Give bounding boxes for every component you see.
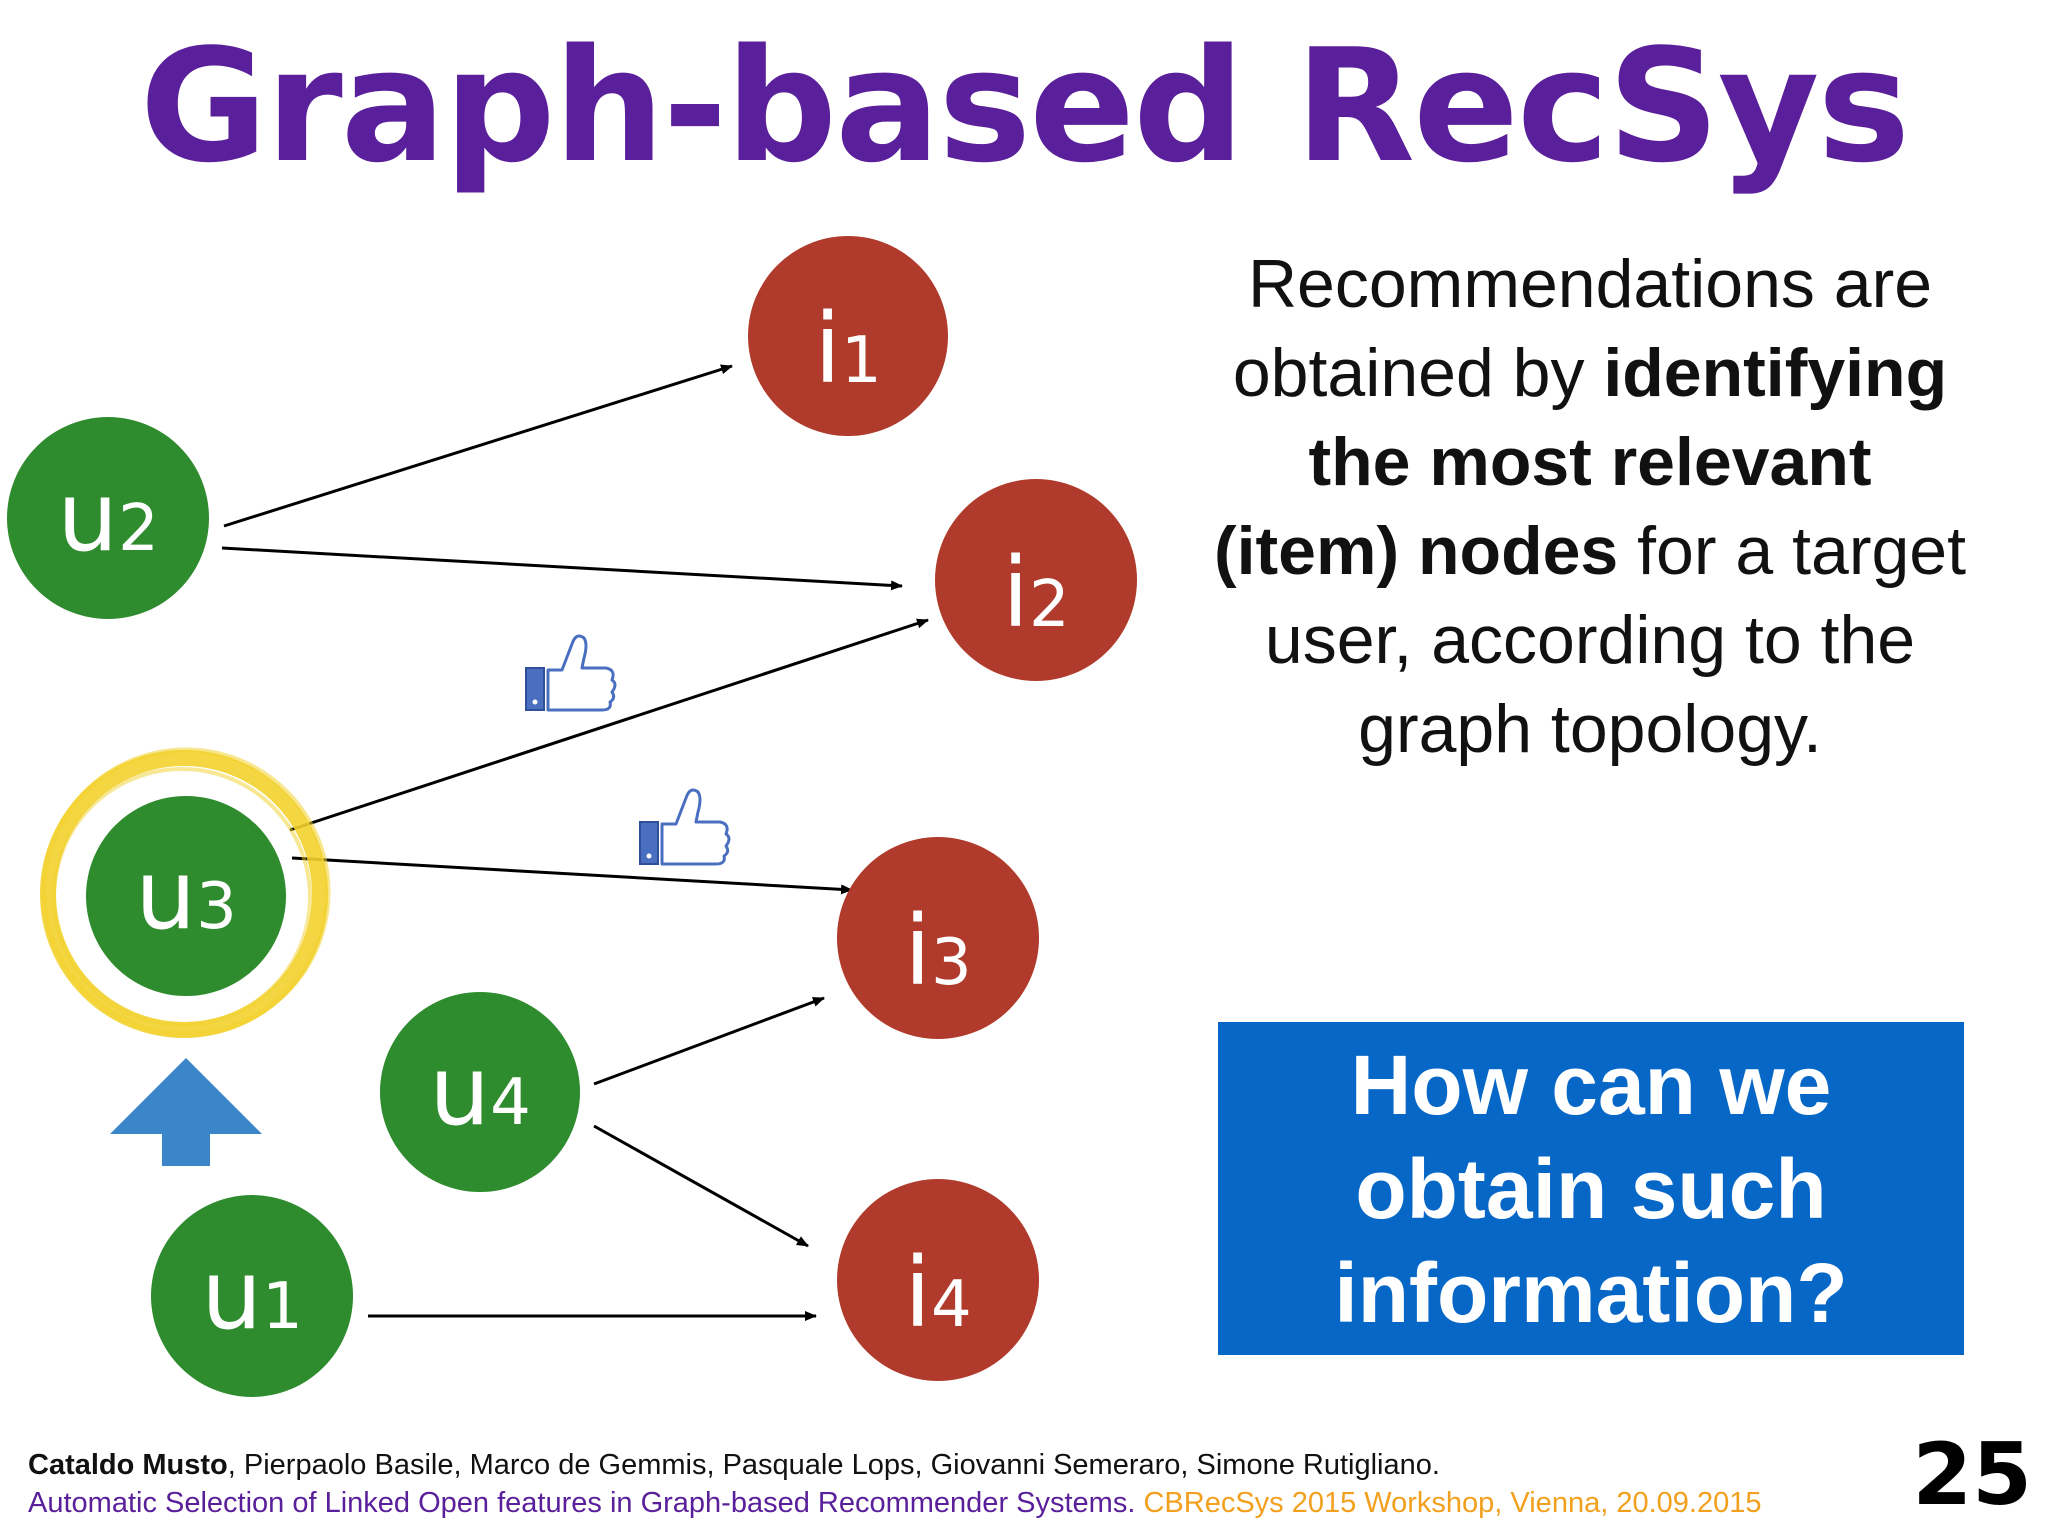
node-letter: i bbox=[1002, 537, 1029, 649]
svg-text:i3: i3 bbox=[904, 895, 971, 1007]
svg-text:i2: i2 bbox=[1002, 537, 1069, 649]
item-node-i1[interactable]: i1 bbox=[748, 236, 948, 436]
citation-footer: Cataldo Musto, Pierpaolo Basile, Marco d… bbox=[28, 1446, 1908, 1522]
svg-text:u3: u3 bbox=[135, 839, 237, 951]
edge-u2-i1 bbox=[223, 364, 733, 528]
paper-title: Automatic Selection of Linked Open featu… bbox=[28, 1487, 1136, 1519]
node-index: 3 bbox=[931, 926, 972, 1000]
node-index: 4 bbox=[931, 1268, 972, 1342]
svg-text:i4: i4 bbox=[904, 1237, 971, 1349]
edge-u2-i2 bbox=[221, 546, 903, 591]
authors-rest: , Pierpaolo Basile, Marco de Gemmis, Pas… bbox=[227, 1449, 1440, 1481]
question-text: How can we obtain such information? bbox=[1334, 1037, 1848, 1340]
description-bold: identifying the most relevant (item) nod… bbox=[1214, 335, 1948, 589]
item-node-i4[interactable]: i4 bbox=[837, 1179, 1039, 1381]
user-node-u1[interactable]: u1 bbox=[151, 1195, 353, 1397]
node-letter: i bbox=[904, 895, 931, 1007]
user-node-u4[interactable]: u4 bbox=[380, 992, 580, 1192]
question-box: How can we obtain such information? bbox=[1218, 1022, 1964, 1355]
item-node-i3[interactable]: i3 bbox=[837, 837, 1039, 1039]
page-number: 25 bbox=[1912, 1425, 2032, 1525]
item-node-i2[interactable]: i2 bbox=[935, 479, 1137, 681]
user-node-u2[interactable]: u2 bbox=[7, 417, 209, 619]
up-arrow-icon bbox=[110, 1058, 262, 1166]
node-letter: u bbox=[135, 839, 196, 951]
node-index: 2 bbox=[118, 492, 159, 566]
slide-title: Graph-based RecSys bbox=[139, 15, 1911, 197]
highlight-circle bbox=[40, 747, 331, 1038]
node-index: 2 bbox=[1029, 568, 1070, 642]
node-index: 1 bbox=[841, 324, 882, 398]
svg-text:u1: u1 bbox=[201, 1239, 303, 1351]
description-part2: for a target user, according to the grap… bbox=[1264, 513, 1966, 767]
description-text: Recommendations are obtained by identify… bbox=[1210, 240, 1970, 774]
user-node-u3[interactable]: u3 bbox=[86, 796, 286, 996]
venue: CBRecSys 2015 Workshop, Vienna, 20.09.20… bbox=[1135, 1487, 1762, 1519]
node-letter: u bbox=[57, 461, 118, 573]
svg-text:u4: u4 bbox=[429, 1035, 531, 1147]
node-letter: i bbox=[904, 1237, 931, 1349]
node-index: 3 bbox=[196, 870, 237, 944]
node-letter: u bbox=[429, 1035, 490, 1147]
paper-line: Automatic Selection of Linked Open featu… bbox=[28, 1484, 1908, 1522]
edge-u4-i4 bbox=[593, 1124, 809, 1248]
node-index: 1 bbox=[262, 1270, 303, 1344]
edge-u3-i3 bbox=[291, 856, 853, 895]
node-index: 4 bbox=[490, 1066, 531, 1140]
edge-u4-i3 bbox=[593, 996, 825, 1086]
thumbs-up-icon bbox=[639, 788, 731, 866]
author-main: Cataldo Musto bbox=[28, 1449, 228, 1481]
description-part1: Recommendations are obtained by bbox=[1232, 246, 1933, 411]
edge-u3-i2 bbox=[289, 618, 929, 832]
node-letter: u bbox=[201, 1239, 262, 1351]
node-letter: i bbox=[814, 293, 841, 405]
svg-text:i1: i1 bbox=[814, 293, 881, 405]
thumbs-up-icon bbox=[525, 634, 617, 712]
svg-text:u2: u2 bbox=[57, 461, 159, 573]
graph-edges bbox=[221, 364, 929, 1321]
authors-line: Cataldo Musto, Pierpaolo Basile, Marco d… bbox=[28, 1446, 1908, 1484]
